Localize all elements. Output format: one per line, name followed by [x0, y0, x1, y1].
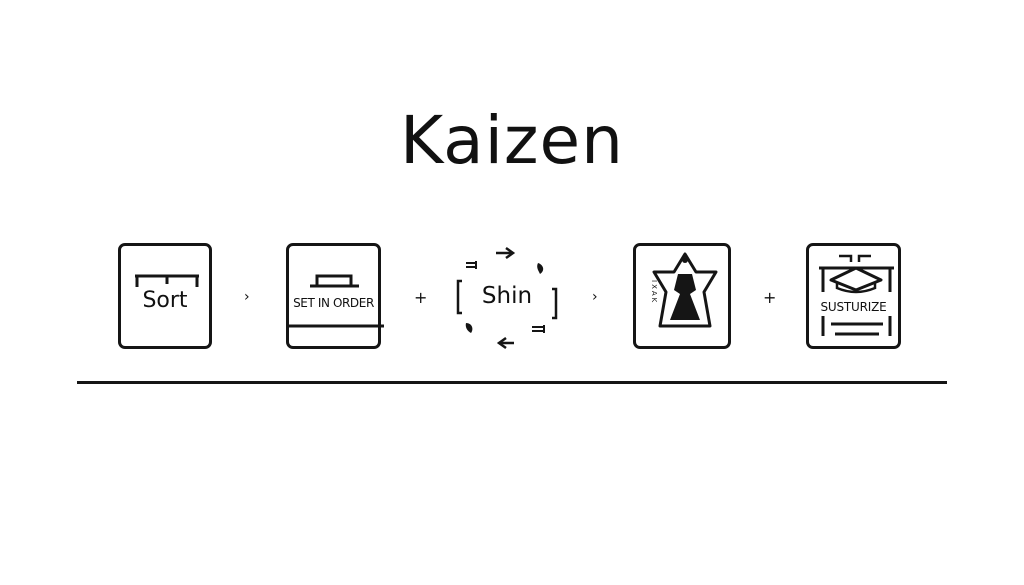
- step-sort-box: Sort: [118, 243, 212, 349]
- step-susturize-box: SUSTURIZE: [806, 243, 901, 349]
- cycle-arrows-icon: [456, 246, 558, 350]
- dress-icon: [652, 252, 718, 328]
- step-sort-label: Sort: [142, 288, 188, 313]
- rack-icon: [135, 274, 199, 287]
- tray-icon: [289, 274, 384, 328]
- step-shin-cycle: Shin: [452, 243, 562, 353]
- connector-plus: +: [414, 288, 428, 307]
- table-icon: [819, 254, 894, 336]
- diagram-title: Kaizen: [400, 102, 624, 179]
- step-susturize-label: SUSTURIZE: [820, 300, 887, 314]
- connector-arrow: ›: [244, 289, 250, 305]
- baseline-divider: [77, 381, 947, 384]
- connector-plus: +: [763, 288, 777, 307]
- step-set-in-order-box: SET IN ORDER: [286, 243, 384, 349]
- step-set-in-order-label: SET IN ORDER: [293, 296, 374, 310]
- step-dress-side-text: IXAK: [650, 280, 658, 305]
- step-shin-label: Shin: [481, 283, 533, 309]
- step-dress-box: IXAK: [633, 243, 731, 349]
- connector-arrow: ›: [592, 289, 598, 305]
